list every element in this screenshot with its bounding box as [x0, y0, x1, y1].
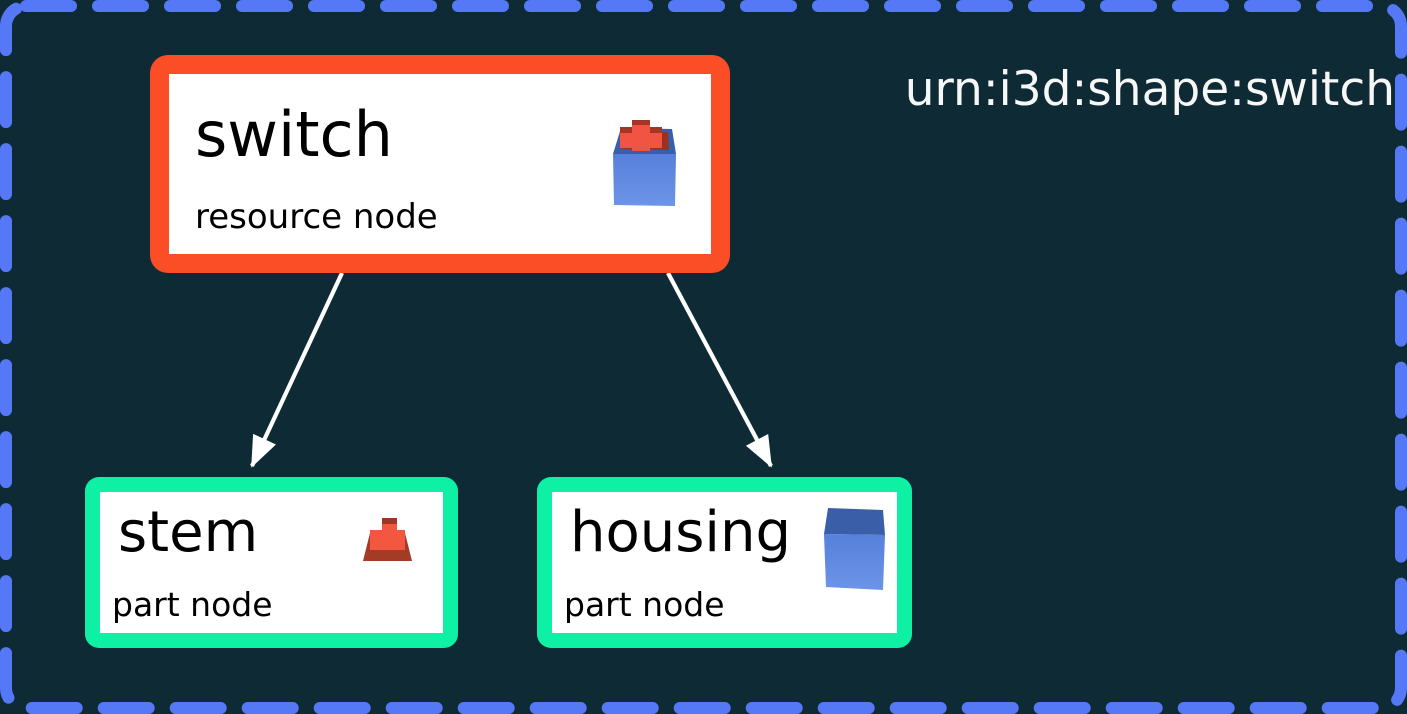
node-stem: stem part node — [85, 477, 458, 648]
node-stem-type-label: part node — [112, 585, 273, 624]
edge-switch-to-stem — [250, 272, 344, 468]
node-switch: switch resource node — [150, 55, 730, 273]
node-housing-label: housing — [570, 500, 792, 565]
stem-3d-icon — [363, 518, 412, 561]
node-housing: housing part node — [537, 477, 912, 648]
edge-switch-to-housing — [666, 272, 773, 468]
diagram-title: urn:i3d:shape:switch — [904, 62, 1395, 117]
node-switch-label: switch — [195, 98, 393, 171]
switch-3d-icon — [613, 120, 676, 206]
housing-3d-icon — [824, 508, 885, 590]
node-stem-label: stem — [118, 500, 259, 565]
node-switch-type-label: resource node — [195, 197, 438, 237]
node-housing-type-label: part node — [564, 585, 725, 624]
